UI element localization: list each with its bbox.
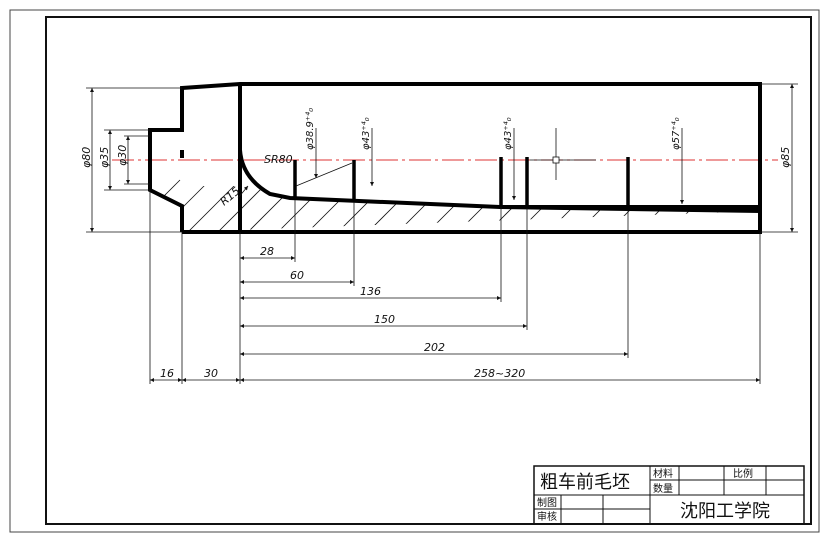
dim-dia-43-b: φ43⁺⁴₀ (502, 117, 514, 150)
dim-dia-57: φ57⁺⁴₀ (670, 117, 682, 150)
dim-len-136: 136 (360, 285, 381, 298)
outer-border (9, 9, 820, 533)
dim-len-202: 202 (424, 341, 445, 354)
title-block (533, 465, 805, 525)
quantity-label: 数量 (653, 482, 673, 495)
dim-dia-85: φ85 (779, 147, 792, 168)
dim-len-60: 60 (290, 269, 304, 282)
dim-len-150: 150 (374, 313, 395, 326)
dim-len-30: 30 (204, 367, 218, 380)
institution-name: 沈阳工学院 (680, 501, 770, 522)
dim-len-16: 16 (160, 367, 174, 380)
dim-len-28: 28 (260, 245, 274, 258)
part-outline (148, 82, 762, 234)
dim-sr80: SR80 (264, 153, 293, 166)
title-text: 粗车前毛坯 (540, 472, 630, 493)
dim-dia-38-9: φ38.9⁺⁴₀ (304, 108, 316, 150)
dim-dia-43-a: φ43⁺⁴₀ (360, 117, 372, 150)
cursor-marker (530, 128, 596, 180)
checked-label: 审核 (537, 510, 557, 523)
dim-dia-30: φ30 (116, 145, 129, 166)
material-label: 材料 (653, 467, 673, 480)
dim-dia-35: φ35 (98, 147, 111, 168)
section-hatching (150, 179, 760, 232)
dim-len-258-320: 258~320 (474, 367, 525, 380)
scale-label: 比例 (733, 467, 753, 480)
inner-frame (45, 16, 812, 525)
bore-steps (293, 157, 630, 210)
dim-dia-80: φ80 (80, 147, 93, 168)
drawn-label: 制图 (537, 496, 557, 509)
